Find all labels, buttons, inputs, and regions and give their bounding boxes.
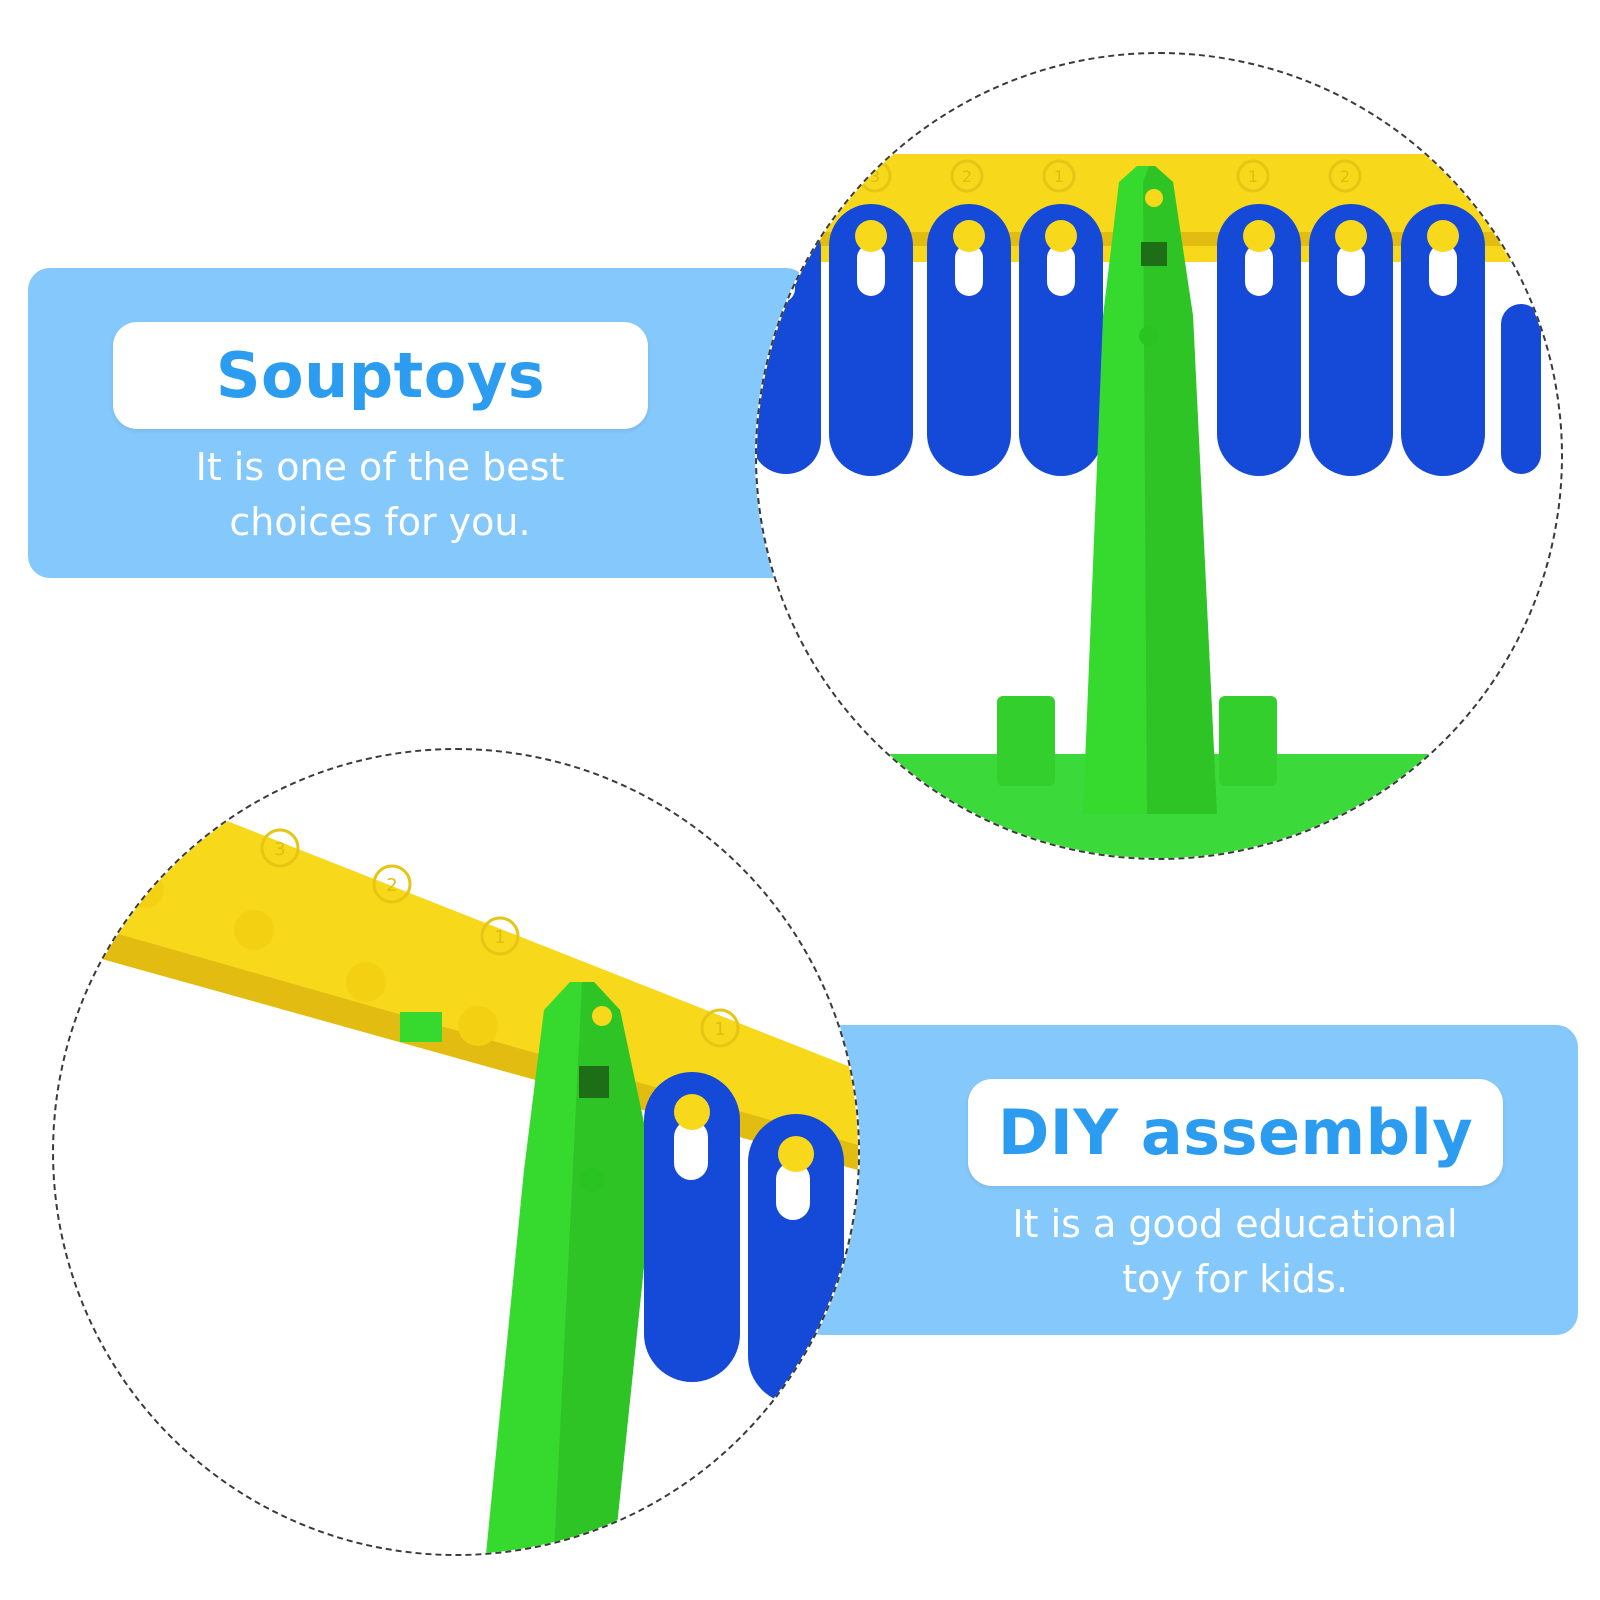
weight — [1401, 204, 1485, 476]
brand-caption-line-1: It is one of the best — [195, 445, 565, 489]
balance-toy-front-illustration: 3 2 1 1 2 — [757, 154, 1561, 858]
beam-number-2-right: 2 — [1340, 167, 1350, 186]
weight — [1019, 204, 1103, 476]
weight — [1217, 204, 1301, 476]
diy-title: DIY assembly — [968, 1079, 1503, 1186]
beam-number-1: 1 — [1054, 167, 1064, 186]
hanging-weights — [757, 204, 1541, 476]
brand-title: Souptoys — [113, 322, 648, 429]
beam-number-1-right: 1 — [1248, 167, 1258, 186]
green-clip — [400, 1012, 442, 1042]
balance-toy-angle-illustration: 3 2 1 1 — [54, 800, 858, 1554]
diy-title-text: DIY assembly — [997, 1096, 1474, 1169]
balance-beam-tilted — [54, 800, 858, 1170]
pivot-slot-angle — [579, 1066, 609, 1098]
diy-caption: It is a good educational toy for kids. — [975, 1197, 1495, 1307]
brand-caption: It is one of the best choices for you. — [120, 440, 640, 550]
weight — [829, 204, 913, 476]
product-closeup-front: 3 2 1 1 2 — [755, 52, 1563, 860]
weight — [644, 1072, 740, 1382]
weight — [1501, 304, 1541, 474]
beam-number-marks-tilted — [260, 828, 740, 1048]
base-post-left — [997, 696, 1055, 786]
beam-number-2: 2 — [962, 167, 972, 186]
base-post-right — [1219, 696, 1277, 786]
beam-number-1-tilted: 1 — [494, 927, 505, 948]
beam-number-2-tilted: 2 — [386, 875, 397, 896]
weight — [927, 204, 1011, 476]
pivot-pin — [1145, 189, 1163, 207]
stand-knob — [1139, 326, 1159, 346]
beam-number-3-tilted: 3 — [274, 839, 285, 860]
brand-caption-line-2: choices for you. — [229, 500, 531, 544]
pivot-pin-angle — [592, 1006, 612, 1026]
beam-number-1-tilted-right: 1 — [714, 1019, 725, 1040]
product-closeup-angle: 3 2 1 1 — [52, 748, 860, 1556]
brand-title-text: Souptoys — [215, 339, 546, 412]
weight — [1309, 204, 1393, 476]
stand-knob-angle — [580, 1168, 604, 1192]
diy-caption-line-1: It is a good educational — [1012, 1202, 1458, 1246]
pivot-slot — [1141, 242, 1167, 266]
diy-caption-line-2: toy for kids. — [1122, 1257, 1348, 1301]
beam-number-3: 3 — [870, 167, 880, 186]
